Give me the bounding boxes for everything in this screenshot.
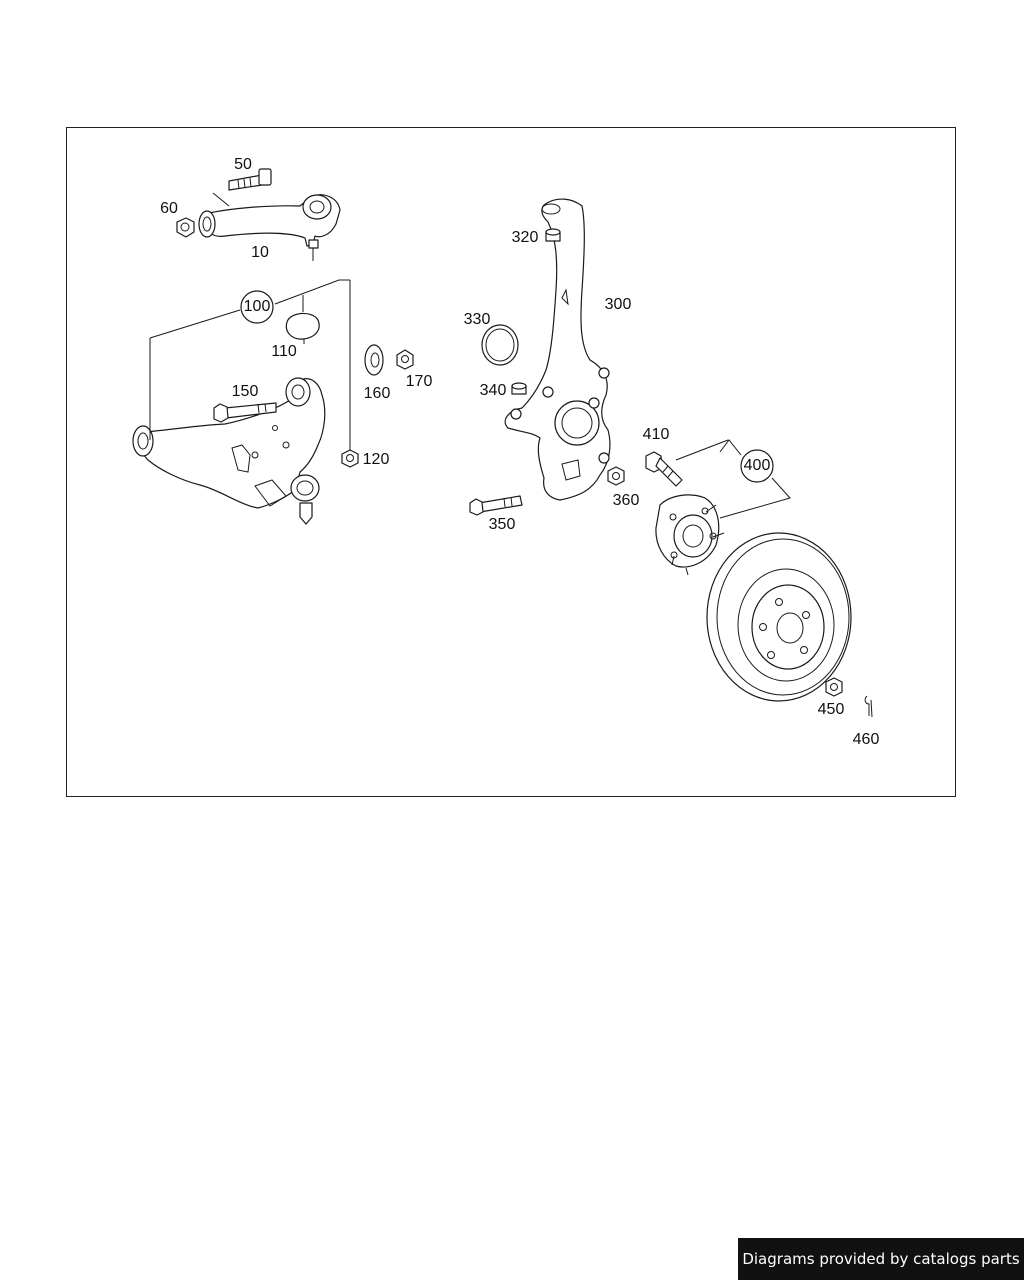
callout-450: 450 <box>818 701 845 718</box>
bolt-150-part <box>213 402 277 423</box>
callout-340: 340 <box>480 382 507 399</box>
nut-170-part <box>396 349 414 370</box>
bushing-320-part <box>545 228 561 242</box>
callout-110: 110 <box>271 343 297 360</box>
callout-460: 460 <box>853 731 880 748</box>
nut-450-part <box>825 677 843 697</box>
callout-160: 160 <box>364 385 391 402</box>
callout-60: 60 <box>160 200 178 217</box>
brake-disc-part <box>706 532 852 702</box>
steering-knuckle-part <box>504 198 611 501</box>
bushing-340-part <box>511 382 527 395</box>
bolt-50-part <box>228 168 272 191</box>
callout-150: 150 <box>232 383 259 400</box>
nut-120-part <box>341 449 359 468</box>
callout-320: 320 <box>512 229 539 246</box>
cotter-pin-460-part <box>864 695 873 718</box>
callout-360: 360 <box>613 492 640 509</box>
nut-360-part <box>607 466 625 486</box>
eccentric-washer-160-part <box>364 344 384 376</box>
seal-ring-330-part <box>481 324 519 366</box>
bolt-350-part <box>469 495 523 516</box>
leader-lines <box>149 192 791 519</box>
callout-300: 300 <box>605 296 632 313</box>
callout-410: 410 <box>643 426 670 443</box>
callout-50: 50 <box>234 156 252 173</box>
footer-attribution: Diagrams provided by catalogs parts <box>738 1238 1024 1280</box>
callout-120: 120 <box>363 451 390 468</box>
callout-labels: 50 60 10 100 110 150 160 170 120 320 300… <box>160 156 879 748</box>
callout-100-circle <box>240 290 274 324</box>
callout-170: 170 <box>406 373 433 390</box>
lower-control-arm-part <box>132 377 326 525</box>
callout-400-circle <box>740 449 774 483</box>
dust-cover-110-part <box>285 312 320 344</box>
wheel-hub-part <box>655 494 725 576</box>
bolt-410-part <box>645 451 683 487</box>
callout-100: 100 <box>244 298 271 315</box>
callout-330: 330 <box>464 311 491 328</box>
nut-60-part <box>176 217 195 238</box>
callout-400: 400 <box>744 457 771 474</box>
callout-10: 10 <box>251 244 269 261</box>
callout-350: 350 <box>489 516 516 533</box>
upper-control-arm-part <box>198 194 341 261</box>
